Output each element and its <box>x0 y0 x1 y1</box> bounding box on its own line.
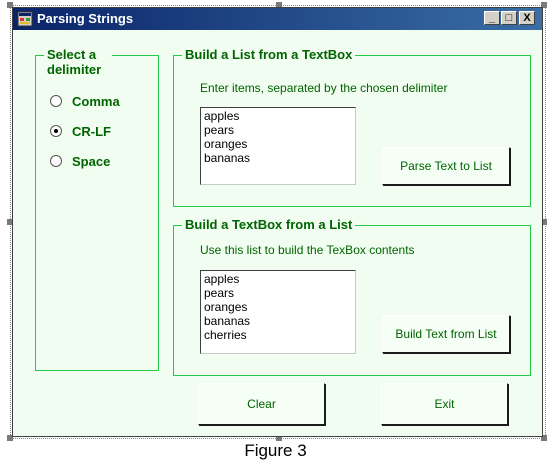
radio-comma-indicator[interactable] <box>50 95 62 107</box>
resize-handle-right[interactable] <box>541 219 547 225</box>
resize-handle-top-left[interactable] <box>7 2 13 8</box>
maximize-button[interactable]: □ <box>501 11 517 25</box>
window-title: Parsing Strings <box>37 11 134 26</box>
delimiter-group: Select a delimiter Comma CR-LF Space <box>35 47 159 371</box>
textbox-line: bananas <box>204 151 251 165</box>
radio-space-indicator[interactable] <box>50 155 62 167</box>
list-from-textbox-group: Build a List from a TextBox Enter items,… <box>173 47 531 207</box>
radio-crlf-label[interactable]: CR-LF <box>72 123 111 139</box>
close-button[interactable]: X <box>519 11 535 25</box>
textbox-from-list-instructions: Use this list to build the TexBox conten… <box>200 243 415 257</box>
radio-space-label[interactable]: Space <box>72 153 111 169</box>
textbox-from-list-title: Build a TextBox from a List <box>182 217 356 232</box>
radio-comma-label[interactable]: Comma <box>72 93 120 109</box>
clear-button[interactable]: Clear <box>198 383 325 425</box>
textbox-line: pears <box>204 123 235 137</box>
list-from-textbox-instructions: Enter items, separated by the chosen del… <box>200 81 448 95</box>
parse-text-to-list-button[interactable]: Parse Text to List <box>382 147 510 185</box>
resize-handle-left[interactable] <box>7 219 13 225</box>
delimiter-group-title: Select a delimiter <box>44 47 112 77</box>
radio-crlf[interactable]: CR-LF <box>50 122 111 140</box>
title-bar[interactable]: Parsing Strings _ □ X <box>13 8 542 30</box>
minimize-button[interactable]: _ <box>484 11 500 25</box>
list-item[interactable]: pears <box>204 286 235 300</box>
items-listbox[interactable]: apples pears oranges bananas cherries <box>200 270 356 354</box>
resize-handle-bottom[interactable] <box>276 435 282 441</box>
form-window: Parsing Strings _ □ X Select a delimiter… <box>12 7 543 437</box>
list-from-textbox-title: Build a List from a TextBox <box>182 47 356 62</box>
resize-handle-top[interactable] <box>276 2 282 8</box>
resize-handle-bottom-right[interactable] <box>541 435 547 441</box>
list-item[interactable]: cherries <box>204 328 247 342</box>
textbox-line: apples <box>204 109 240 123</box>
delimited-textbox[interactable]: apples pears oranges bananas <box>200 107 356 185</box>
list-item[interactable]: apples <box>204 272 240 286</box>
resize-handle-top-right[interactable] <box>541 2 547 8</box>
app-icon <box>17 11 33 27</box>
resize-handle-bottom-left[interactable] <box>7 435 13 441</box>
radio-space[interactable]: Space <box>50 152 110 170</box>
textbox-line: oranges <box>204 137 248 151</box>
textbox-from-list-group: Build a TextBox from a List Use this lis… <box>173 217 531 376</box>
list-item[interactable]: bananas <box>204 314 251 328</box>
build-text-from-list-button[interactable]: Build Text from List <box>382 315 510 353</box>
exit-button[interactable]: Exit <box>381 383 508 425</box>
radio-crlf-indicator[interactable] <box>50 125 62 137</box>
list-item[interactable]: oranges <box>204 300 248 314</box>
figure-caption: Figure 3 <box>244 441 307 460</box>
radio-comma[interactable]: Comma <box>50 92 120 110</box>
